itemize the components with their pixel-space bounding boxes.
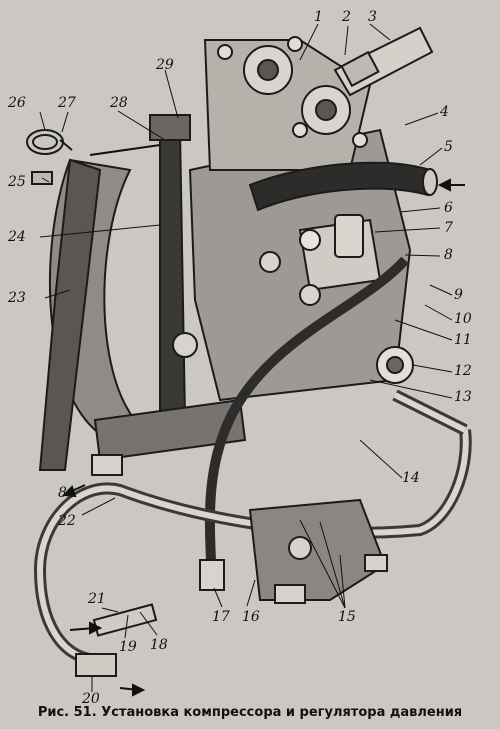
intake-fitting xyxy=(333,26,434,97)
callout-26: 26 xyxy=(8,95,26,111)
clamp-parts xyxy=(26,129,73,185)
callout-13: 13 xyxy=(454,389,472,405)
compressor-technical-drawing xyxy=(26,23,472,697)
callout-15: 15 xyxy=(338,609,356,625)
callout-11: 11 xyxy=(454,332,472,348)
callout-4: 4 xyxy=(440,104,449,120)
callout-19: 19 xyxy=(119,639,137,655)
callout-7: 7 xyxy=(444,220,453,236)
callout-14: 14 xyxy=(402,470,420,486)
callout-5: 5 xyxy=(444,139,453,155)
callout-27: 27 xyxy=(58,95,76,111)
callout-9: 9 xyxy=(454,287,463,303)
callout-16: 16 xyxy=(242,609,260,625)
figure-caption: Рис. 51. Установка компрессора и регулят… xyxy=(37,705,463,720)
callout-24: 24 xyxy=(8,229,26,245)
callout-8-lower: 8 xyxy=(58,485,67,501)
pipe-17 xyxy=(199,256,409,591)
compressor-body xyxy=(172,36,414,402)
callout-23: 23 xyxy=(8,290,26,306)
callout-10: 10 xyxy=(454,311,472,327)
callout-2: 2 xyxy=(342,9,351,25)
lower-bracket xyxy=(248,498,388,604)
callout-17: 17 xyxy=(212,609,230,625)
callout-25: 25 xyxy=(8,174,26,190)
callout-29: 29 xyxy=(156,57,174,73)
callout-12: 12 xyxy=(454,363,472,379)
callout-1: 1 xyxy=(314,9,323,25)
callout-18: 18 xyxy=(150,637,168,653)
fittings-18-21 xyxy=(75,603,158,677)
callout-28: 28 xyxy=(110,95,128,111)
bracket-and-tube-24 xyxy=(93,114,247,462)
leader-lines xyxy=(39,23,453,692)
callout-20: 20 xyxy=(82,691,100,707)
callout-6: 6 xyxy=(444,200,453,216)
callout-8-upper: 8 xyxy=(444,247,453,263)
callout-3: 3 xyxy=(368,9,377,25)
callout-21: 21 xyxy=(88,591,106,607)
hose-5 xyxy=(248,161,438,212)
callout-22: 22 xyxy=(58,513,76,529)
fitting-8-lower xyxy=(91,454,123,476)
pipe-22 xyxy=(33,389,472,666)
flow-arrows xyxy=(61,144,465,697)
